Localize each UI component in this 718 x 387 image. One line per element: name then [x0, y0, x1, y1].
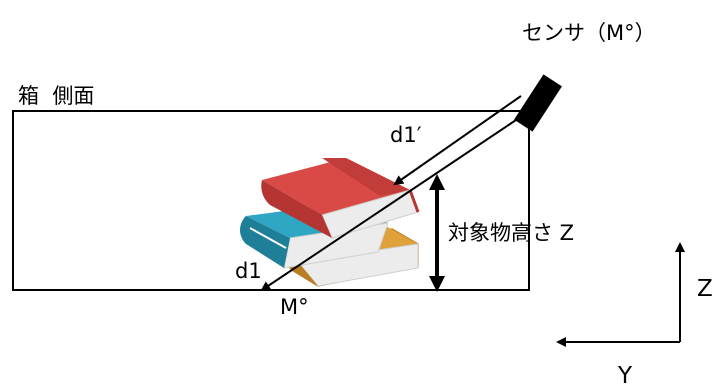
m-degree-label: M° — [280, 295, 309, 319]
object-height-arrow — [429, 174, 445, 292]
beam-d1-line — [260, 109, 532, 292]
sensor-block-icon — [514, 74, 562, 132]
z-axis-label: Z — [697, 276, 713, 302]
y-axis-label: Y — [617, 363, 633, 387]
sensor-label: センサ（M°） — [522, 21, 656, 45]
beam-d1-prime-line — [393, 95, 522, 186]
d1-label: d1 — [235, 259, 262, 283]
d1-prime-label: d1′ — [390, 123, 422, 147]
axis-indicator — [556, 242, 685, 347]
object-height-label: 対象物高さ Z — [448, 221, 574, 245]
box-side-label: 箱 側面 — [18, 84, 94, 108]
book-stack-icon — [240, 158, 420, 287]
